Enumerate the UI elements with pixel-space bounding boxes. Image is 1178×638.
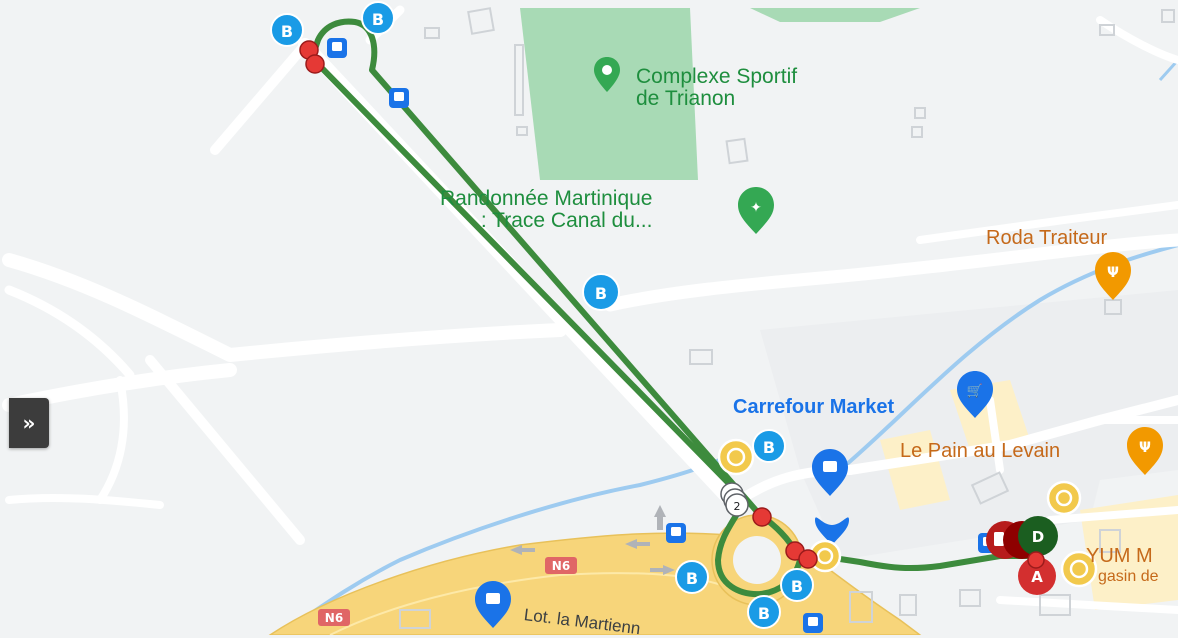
bus-stop-person-icon[interactable]: B xyxy=(361,1,395,35)
shopping-bag-icon[interactable] xyxy=(475,581,511,628)
stream xyxy=(1158,58,1178,82)
bus-stop-person-icon[interactable]: B xyxy=(675,560,709,594)
svg-text:✦: ✦ xyxy=(750,200,762,216)
shopping-cart-icon[interactable]: 🛒 xyxy=(957,371,993,418)
bus-stop-person-icon[interactable]: B xyxy=(780,568,814,602)
bus-stop-person-icon[interactable]: B xyxy=(747,595,781,629)
bus-stop-icon[interactable] xyxy=(327,38,347,58)
destination-marker xyxy=(1018,516,1058,556)
restaurant-icon[interactable]: Ψ xyxy=(1127,427,1163,475)
bus-stop-person-icon[interactable]: B xyxy=(752,429,786,463)
place-label-hiking-trail[interactable]: Randonnée Martinique : Trace Canal du... xyxy=(440,187,653,233)
start-marker-label: A xyxy=(1031,568,1043,586)
bus-stop-person-icon[interactable]: B xyxy=(270,13,304,47)
shopping-bag-icon[interactable] xyxy=(812,449,848,496)
cluster-count: 2 xyxy=(734,500,741,513)
stop-point xyxy=(1027,551,1045,569)
place-pin-icon[interactable] xyxy=(594,57,620,92)
svg-text:B: B xyxy=(763,438,775,457)
river xyxy=(838,243,1178,472)
bus-stop-icon[interactable] xyxy=(666,523,686,543)
stop-point xyxy=(798,549,818,569)
direction-arrows xyxy=(510,505,675,575)
double-chevron-right-icon: » xyxy=(22,411,36,435)
roundabout-center xyxy=(733,536,781,584)
svg-text:B: B xyxy=(595,284,607,303)
timer-icon[interactable] xyxy=(1046,480,1082,516)
place-label-le-pain-au-levain[interactable]: Le Pain au Levain xyxy=(900,440,1061,462)
start-marker xyxy=(1018,557,1056,595)
svg-text:B: B xyxy=(281,22,293,41)
commercial-area xyxy=(880,430,950,510)
svg-text:N6: N6 xyxy=(552,559,570,573)
timer-icon[interactable] xyxy=(717,438,755,476)
svg-text:B: B xyxy=(791,577,803,596)
destination-marker-label: D xyxy=(1032,528,1044,546)
svg-text:B: B xyxy=(372,10,384,29)
place-label-roda-traiteur[interactable]: Roda Traiteur xyxy=(986,227,1108,249)
timer-icon[interactable] xyxy=(808,539,842,573)
bus-stop-icon[interactable] xyxy=(389,88,409,108)
stop-point xyxy=(305,54,325,74)
bus-stop-person-icon[interactable]: B xyxy=(582,273,620,311)
svg-text:N6: N6 xyxy=(325,611,343,625)
restaurant-icon[interactable]: Ψ xyxy=(1095,252,1131,300)
route-line xyxy=(309,18,1038,598)
route-end-group[interactable]: A D xyxy=(986,516,1058,595)
svg-text:Ψ: Ψ xyxy=(1107,265,1119,281)
river xyxy=(278,453,731,635)
svg-text:🛒: 🛒 xyxy=(967,383,983,399)
stop-point xyxy=(752,507,772,527)
commercial-area xyxy=(1080,495,1178,610)
road-shield-n6: N6 xyxy=(545,557,577,574)
svg-text:Ψ: Ψ xyxy=(1139,440,1151,456)
road-shield-n6: N6 xyxy=(318,609,350,626)
cluster-marker[interactable]: 2 xyxy=(720,482,749,517)
park-area xyxy=(520,8,698,180)
bus-stop-icon[interactable] xyxy=(803,613,823,633)
place-label-carrefour-market[interactable]: Carrefour Market xyxy=(733,396,895,418)
bus-icon xyxy=(994,532,1004,546)
expand-panel-button[interactable]: » xyxy=(9,398,49,448)
park-area xyxy=(750,8,920,22)
place-label-sports-complex[interactable]: Complexe Sportif de Trianon xyxy=(636,65,798,111)
shopping-icon[interactable] xyxy=(815,517,849,545)
svg-text:B: B xyxy=(758,604,770,623)
stop-points[interactable] xyxy=(299,40,818,569)
svg-text:B: B xyxy=(686,569,698,588)
place-label-yum-sub: gasin de xyxy=(1098,568,1159,585)
buildings xyxy=(399,7,1175,629)
hiking-icon[interactable]: ✦ xyxy=(738,187,774,234)
timer-icon[interactable] xyxy=(1060,550,1098,588)
place-label-yum[interactable]: YUM M xyxy=(1086,545,1153,567)
